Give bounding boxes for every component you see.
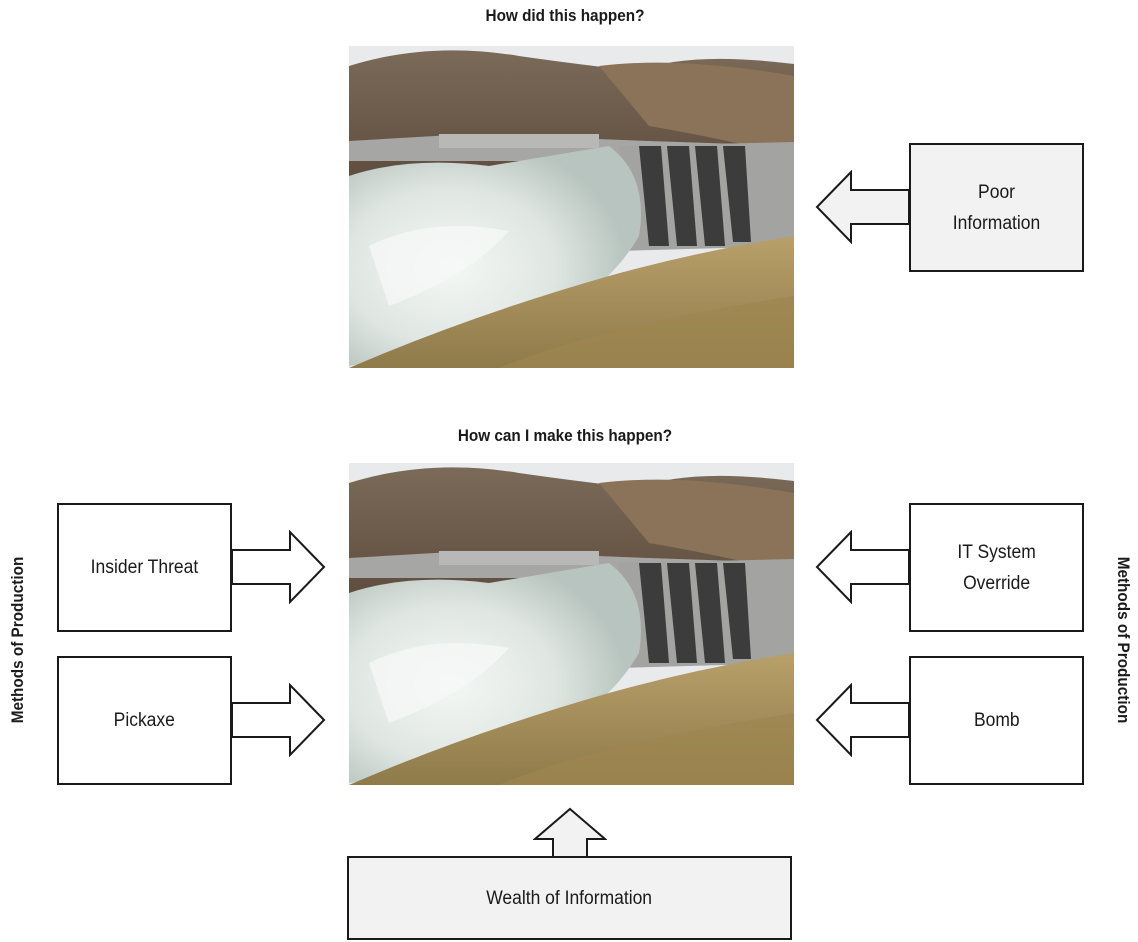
dam-photo-top xyxy=(349,46,794,368)
methods-of-production-right-label: Methods of Production xyxy=(1114,556,1133,724)
it-system-override-box: IT System Override xyxy=(909,503,1084,632)
it-system-override-label: IT System Override xyxy=(957,541,1036,594)
left-arrow-poor-info xyxy=(815,170,910,244)
up-arrow-wealth-of-information xyxy=(533,807,607,858)
wealth-of-information-box: Wealth of Information xyxy=(347,856,792,940)
methods-of-production-left-label: Methods of Production xyxy=(8,556,27,724)
insider-threat-label: Insider Threat xyxy=(90,557,199,578)
poor-information-label: Poor Information xyxy=(952,181,1041,234)
dam-photo-bottom xyxy=(349,463,794,785)
left-arrow-it-system-override xyxy=(815,530,910,604)
wealth-of-information-label: Wealth of Information xyxy=(486,887,653,909)
poor-information-box: Poor Information xyxy=(909,143,1084,272)
pickaxe-label: Pickaxe xyxy=(113,710,176,731)
right-arrow-insider-threat xyxy=(231,530,326,604)
top-title: How did this happen? xyxy=(485,6,645,25)
bomb-label: Bomb xyxy=(973,710,1020,731)
right-arrow-pickaxe xyxy=(231,683,326,757)
insider-threat-box: Insider Threat xyxy=(57,503,232,632)
bomb-box: Bomb xyxy=(909,656,1084,785)
pickaxe-box: Pickaxe xyxy=(57,656,232,785)
left-arrow-bomb xyxy=(815,683,910,757)
bottom-title: How can I make this happen? xyxy=(457,426,673,445)
